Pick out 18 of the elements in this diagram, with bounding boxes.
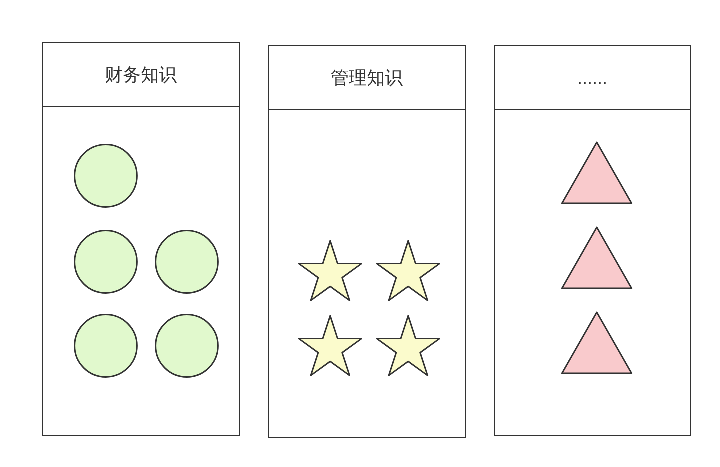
circle-icon [155, 230, 219, 294]
triangle-icon [561, 311, 633, 375]
panel-title: 管理知识 [331, 66, 403, 88]
category-panel [494, 45, 691, 436]
triangle-icon [561, 141, 633, 205]
panel-title: ...... [577, 66, 608, 88]
triangle-icon [561, 226, 633, 290]
category-panel [268, 45, 466, 438]
panel-title: 财务知识 [105, 64, 177, 86]
circle-icon [74, 314, 138, 378]
category-panel [42, 42, 240, 436]
star-icon [298, 315, 363, 377]
circle-icon [74, 144, 138, 208]
circle-icon [74, 230, 138, 294]
star-icon [298, 240, 363, 302]
star-icon [376, 240, 441, 302]
star-icon [376, 315, 441, 377]
circle-icon [155, 314, 219, 378]
